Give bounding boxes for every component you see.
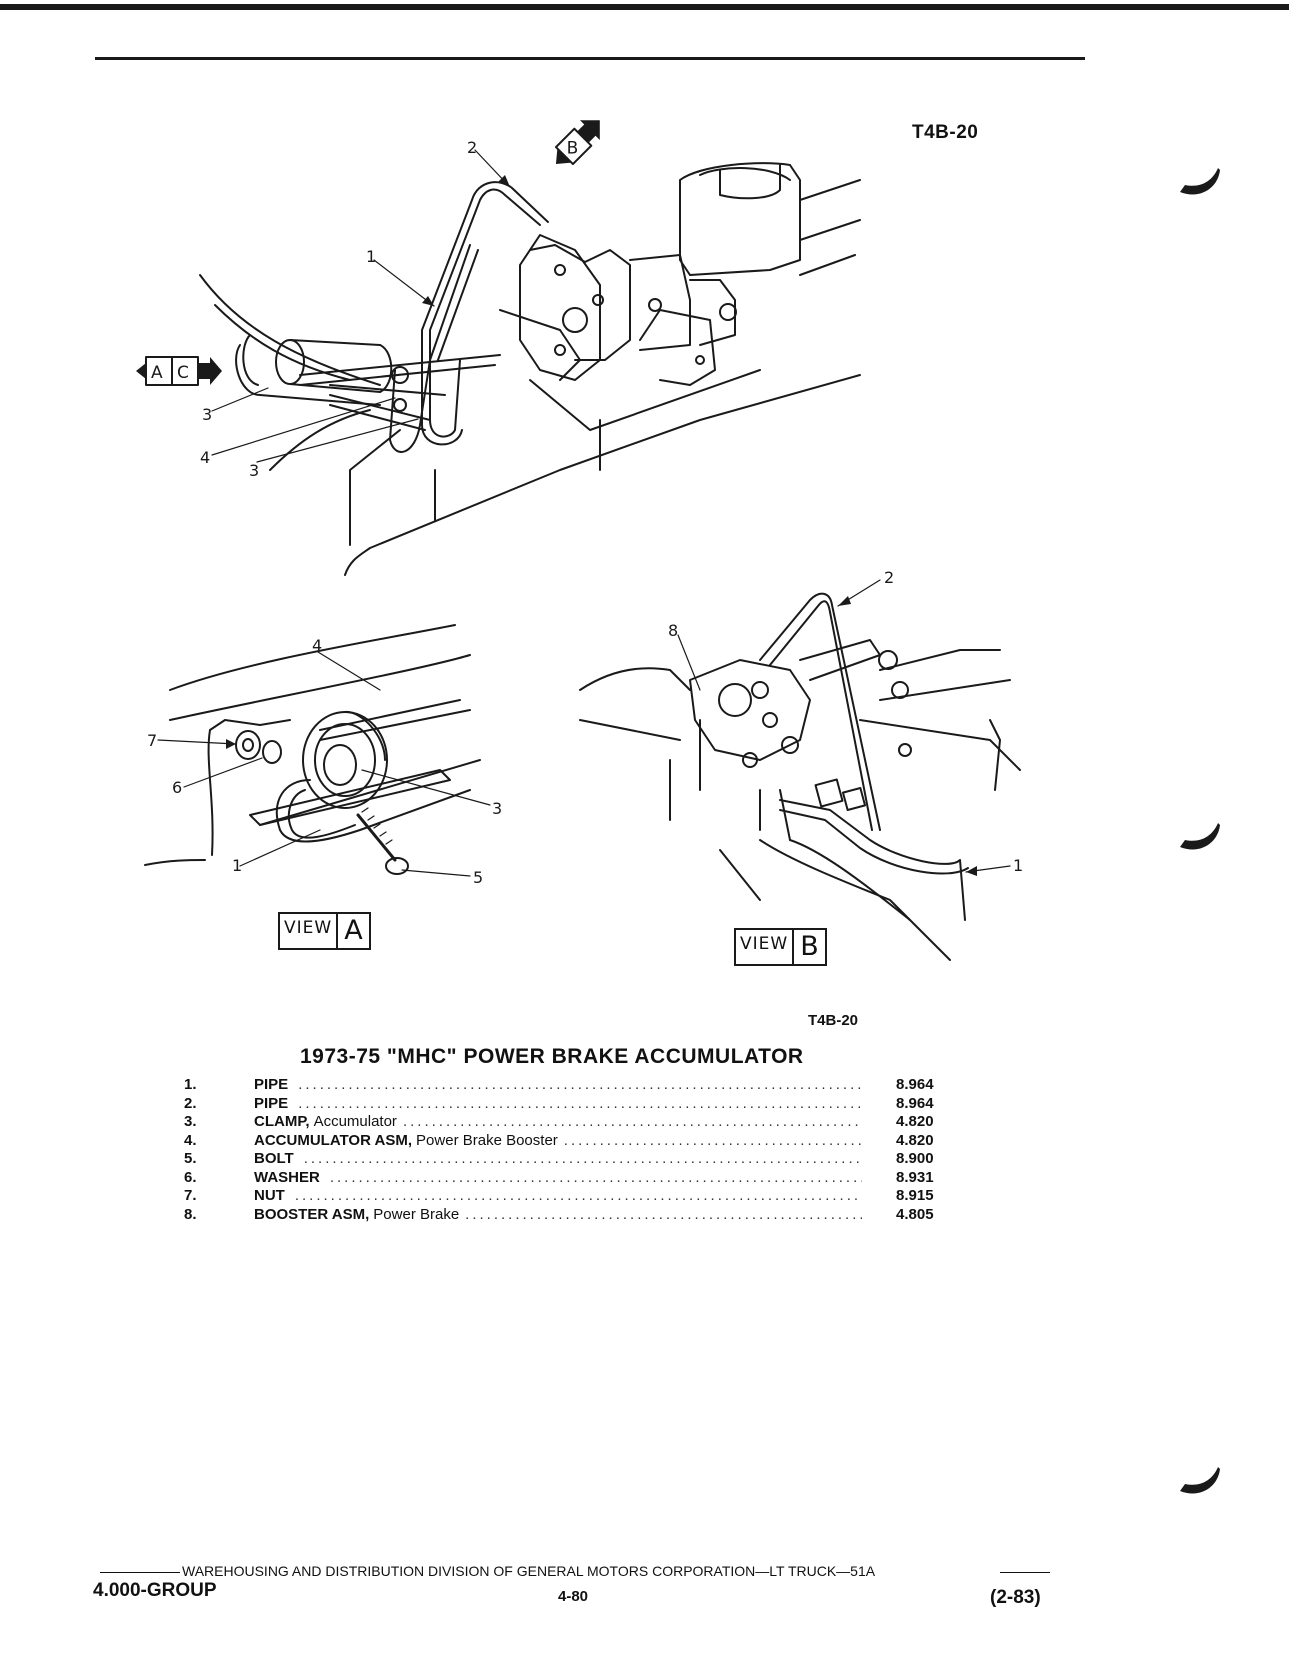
page-reference: T4B-20 [912, 122, 979, 143]
callout-1-main: 1 [366, 247, 376, 266]
part-number: 1. [184, 1076, 197, 1093]
callout-2-main: 2 [467, 138, 477, 157]
view-a-word: VIEW [284, 918, 333, 938]
part-name: NUT [254, 1187, 285, 1204]
view-a-drawing [144, 624, 481, 875]
part-group-code: 4.805 [896, 1205, 934, 1223]
callout-3-view-a: 3 [492, 799, 502, 818]
parts-list: 1. PIPE 8.964 2. PIPE 8.964 3. CLAMP,Acc… [184, 1076, 954, 1224]
part-name: PIPE [254, 1076, 289, 1093]
part-number: 8. [184, 1205, 197, 1223]
footer-dash-rule [1000, 1572, 1050, 1573]
parts-row: 4. ACCUMULATOR ASM,Power Brake Booster 4… [184, 1132, 954, 1151]
footer-group: 4.000-GROUP [93, 1580, 217, 1601]
callout-3-main-left: 3 [202, 405, 212, 424]
page-top-border [0, 4, 1289, 10]
part-group-code: 4.820 [896, 1113, 934, 1130]
main-view-arrowheads [422, 175, 510, 306]
flag-letter-c: C [177, 363, 189, 383]
callout-2-view-b: 2 [884, 568, 894, 587]
view-b-word: VIEW [740, 934, 789, 954]
view-ac-flag: A C [136, 356, 222, 386]
part-number: 5. [184, 1150, 197, 1167]
view-b-letter: B [792, 930, 825, 964]
view-a-label: VIEW A [278, 912, 371, 950]
callout-1-view-a: 1 [232, 856, 242, 875]
footer-page-number: 4-80 [558, 1588, 589, 1605]
flag-letter-a: A [151, 363, 163, 383]
part-name: BOOSTER ASM, [254, 1205, 370, 1223]
flag-letter-b: B [567, 138, 579, 158]
parts-row: 1. PIPE 8.964 [184, 1076, 954, 1095]
parts-row: 8. BOOSTER ASM,Power Brake 4.805 [184, 1206, 954, 1225]
part-number: 3. [184, 1113, 197, 1130]
part-name: ACCUMULATOR ASM, [254, 1131, 413, 1149]
part-description: Accumulator [313, 1113, 397, 1130]
view-b-drawing [579, 592, 1021, 961]
view-a-leaders [157, 651, 491, 877]
part-name: WASHER [254, 1168, 320, 1186]
parts-row: 7. NUT 8.915 [184, 1187, 954, 1206]
part-description: Power Brake Booster [416, 1131, 558, 1149]
callout-8-view-b: 8 [668, 621, 678, 640]
part-number: 4. [184, 1131, 197, 1149]
parts-row: 2. PIPE 8.964 [184, 1095, 954, 1114]
part-group-code: 8.964 [896, 1094, 934, 1112]
parts-row: 5. BOLT 8.900 [184, 1150, 954, 1169]
callout-4-view-a: 4 [312, 636, 322, 655]
part-group-code: 8.900 [896, 1150, 934, 1167]
view-b-label: VIEW B [734, 928, 827, 966]
part-name: PIPE [254, 1094, 289, 1112]
callout-5-view-a: 5 [473, 868, 483, 887]
figure-id: T4B-20 [808, 1012, 859, 1029]
part-number: 2. [184, 1094, 197, 1112]
part-group-code: 8.931 [896, 1168, 934, 1186]
part-description: Power Brake [373, 1205, 460, 1223]
callout-6-view-a: 6 [172, 778, 182, 797]
part-group-code: 8.915 [896, 1187, 934, 1204]
footer-division-line: WAREHOUSING AND DISTRIBUTION DIVISION OF… [100, 1563, 875, 1579]
view-b-leaders [677, 579, 1011, 873]
callout-1-view-b: 1 [1013, 856, 1023, 875]
part-number: 7. [184, 1187, 197, 1204]
main-view-leaders [211, 149, 511, 463]
footer-revision-date: (2-83) [990, 1587, 1041, 1608]
callout-7-view-a: 7 [147, 731, 157, 750]
part-number: 6. [184, 1168, 197, 1186]
part-group-code: 8.964 [896, 1076, 934, 1093]
view-a-letter: A [336, 914, 368, 948]
part-name: CLAMP, [254, 1113, 310, 1130]
part-name: BOLT [254, 1150, 294, 1167]
binder-marks [1180, 168, 1220, 1494]
part-group-code: 4.820 [896, 1131, 934, 1149]
parts-row: 6. WASHER 8.931 [184, 1169, 954, 1188]
callout-3-main-right: 3 [249, 461, 259, 480]
callout-4-main: 4 [200, 448, 210, 467]
main-assembly-drawing [199, 162, 861, 576]
parts-list-title: 1973-75 "MHC" POWER BRAKE ACCUMULATOR [300, 1045, 804, 1068]
header-rule [95, 57, 1085, 60]
view-b-flag: B [554, 120, 600, 166]
parts-row: 3. CLAMP,Accumulator 4.820 [184, 1113, 954, 1132]
